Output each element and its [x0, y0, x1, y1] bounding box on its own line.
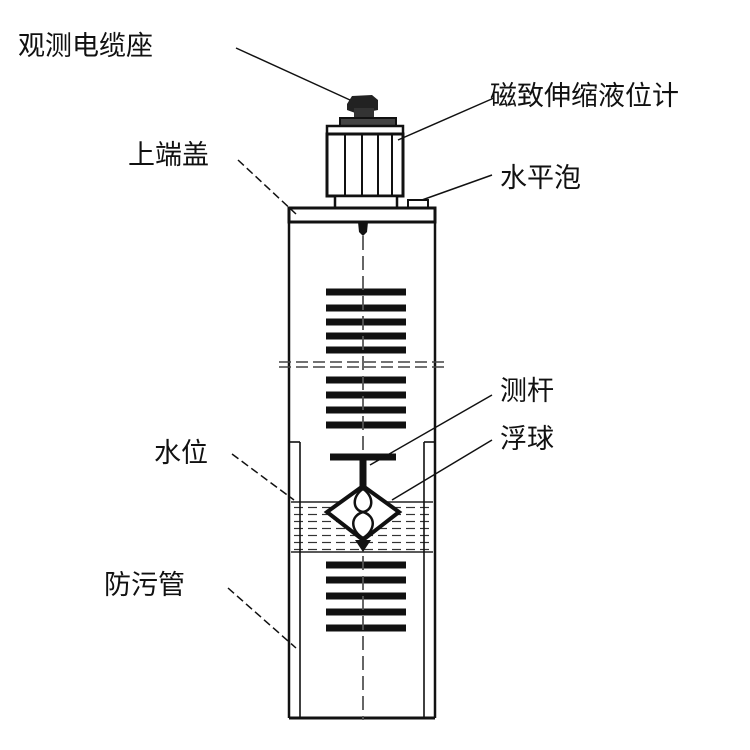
leader-liquid-level-meter	[397, 97, 495, 141]
top-cover	[287, 206, 437, 236]
leader-water-level	[231, 453, 295, 501]
leader-antifouling-pipe	[227, 587, 297, 649]
label-antifouling-pipe: 防污管	[104, 570, 185, 601]
label-water-level: 水位	[154, 438, 208, 469]
bar-stack-upper	[326, 288, 406, 429]
float-ball	[323, 483, 403, 552]
label-top-cover: 上端盖	[128, 140, 209, 171]
label-liquid-level-meter: 磁致伸缩液位计	[490, 81, 679, 112]
leader-level-bubble	[421, 174, 493, 201]
meter-head	[325, 117, 405, 210]
leader-cable-seat	[235, 47, 351, 101]
cable-seat-connector	[347, 95, 378, 118]
label-cable-seat: 观测电缆座	[18, 31, 153, 62]
float-guide	[289, 441, 435, 718]
label-probe-rod: 测杆	[500, 376, 554, 407]
antifouling-pipe	[287, 222, 437, 720]
bar-stack-lower	[326, 561, 406, 632]
leader-probe-rod	[369, 394, 493, 466]
leader-top-cover	[237, 159, 297, 215]
leader-lines	[227, 47, 495, 649]
label-float-ball: 浮球	[500, 424, 554, 455]
section-break-line	[279, 361, 445, 368]
label-level-bubble: 水平泡	[500, 163, 581, 194]
leader-float-ball	[391, 439, 493, 501]
